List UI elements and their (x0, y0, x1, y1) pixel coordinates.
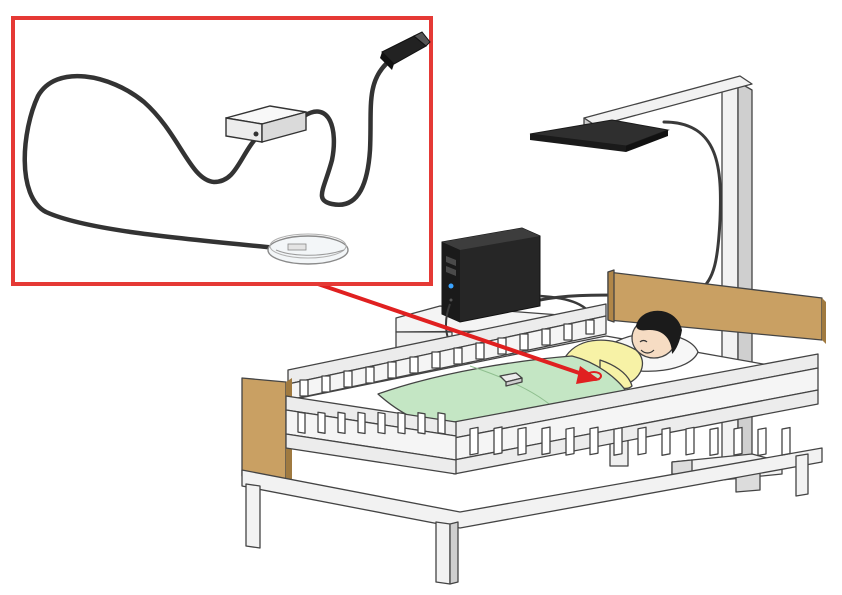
usb-connector-icon (380, 31, 431, 70)
sensor-box-on-blanket (499, 372, 523, 387)
near-headboard (241, 377, 292, 483)
near-side-rail (453, 353, 819, 475)
power-led-icon (448, 283, 454, 289)
wrist-band-sensor-icon (267, 233, 349, 265)
sensor-usb-cable (301, 61, 389, 207)
callout-pointer-arrow (316, 282, 600, 384)
bed-frame (241, 447, 823, 585)
far-side-rail (287, 303, 607, 401)
overhead-camera-icon (529, 119, 670, 152)
sensor-box-icon (225, 105, 307, 143)
sensor-long-cable (22, 73, 279, 251)
sensor-detail-callout (11, 16, 433, 286)
near-foot-rail (285, 395, 457, 475)
desktop-computer-icon (441, 227, 541, 323)
